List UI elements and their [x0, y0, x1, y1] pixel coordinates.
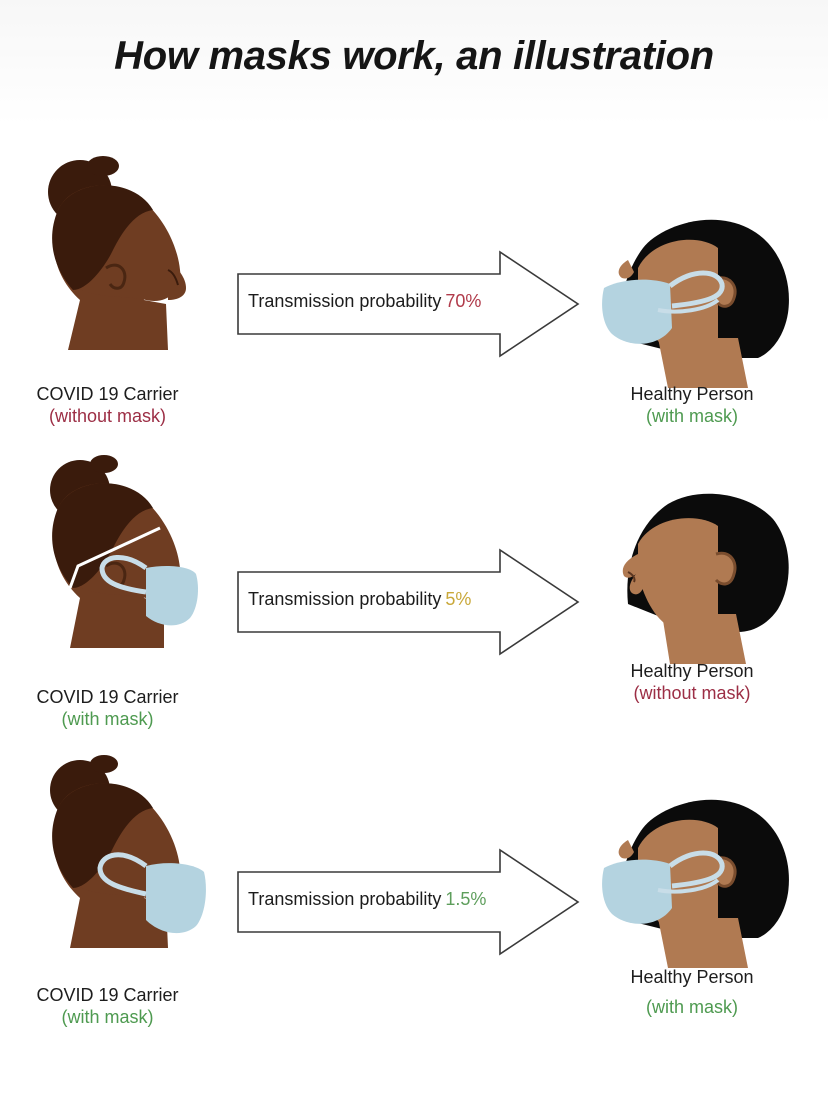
healthy-mask-state: (with mask) — [645, 997, 738, 1017]
healthy-head-masked-icon — [598, 188, 798, 388]
carrier-head-masked-icon — [18, 448, 218, 648]
carrier-label: COVID 19 Carrier (with mask) — [0, 984, 215, 1028]
transmission-text: Transmission probability — [248, 589, 442, 609]
title-bar — [0, 0, 828, 125]
carrier-role: COVID 19 Carrier — [36, 384, 179, 404]
healthy-head-unmasked-icon — [598, 464, 798, 664]
page-title: How masks work, an illustration — [114, 34, 714, 78]
carrier-mask-state: (with mask) — [61, 1007, 154, 1027]
carrier-head-unmasked-icon — [18, 150, 218, 350]
transmission-percent: 5% — [445, 589, 472, 609]
healthy-role: Healthy Person — [630, 384, 754, 404]
transmission-percent: 1.5% — [445, 889, 487, 909]
healthy-label: Healthy Person (with mask) — [580, 383, 804, 427]
carrier-label: COVID 19 Carrier (without mask) — [0, 383, 215, 427]
carrier-label: COVID 19 Carrier (with mask) — [0, 686, 215, 730]
carrier-mask-state: (with mask) — [61, 709, 154, 729]
carrier-role: COVID 19 Carrier — [36, 687, 179, 707]
transmission-text: Transmission probability — [248, 291, 442, 311]
healthy-mask-state: (without mask) — [633, 683, 751, 703]
transmission-percent: 70% — [445, 291, 482, 311]
transmission-text: Transmission probability — [248, 889, 442, 909]
healthy-role: Healthy Person — [630, 661, 754, 681]
healthy-mask-state: (with mask) — [645, 406, 738, 426]
carrier-mask-state: (without mask) — [48, 406, 167, 426]
healthy-label: Healthy Person (without mask) — [580, 660, 804, 704]
healthy-head-masked-icon — [598, 768, 798, 968]
carrier-head-masked-icon — [18, 748, 218, 948]
healthy-role: Healthy Person — [630, 967, 754, 987]
healthy-label: Healthy Person (with mask) — [580, 966, 804, 1018]
carrier-role: COVID 19 Carrier — [36, 985, 179, 1005]
